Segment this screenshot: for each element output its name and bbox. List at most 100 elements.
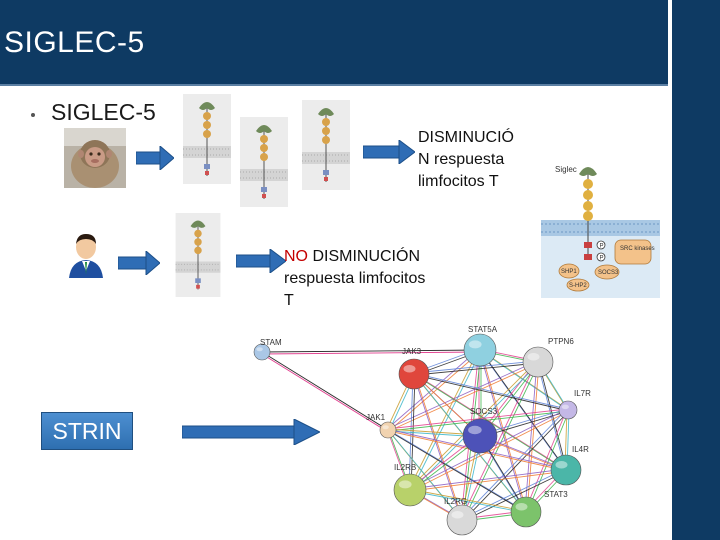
title-bar: SIGLEC-5: [0, 0, 668, 86]
network-node-stat5a: [463, 333, 497, 367]
network-edge: [408, 348, 480, 490]
network-edge: [386, 360, 538, 430]
network-edge: [414, 362, 540, 376]
result-text-1: DISMINUCIÓ N respuesta limfocitos T: [418, 127, 514, 193]
result-2-line-2: respuesta limfocitos: [284, 270, 426, 287]
arrow-person-right: [118, 251, 160, 275]
network-node-highlight: [398, 480, 412, 489]
network-edge: [524, 360, 538, 512]
siglec-receptor-image: [302, 100, 350, 190]
network-node-label: IL7R: [574, 389, 591, 398]
network-edge: [412, 372, 462, 520]
network-node-highlight: [256, 347, 263, 352]
network-node-il2rb: [393, 473, 427, 507]
network-node-label: IL4R: [572, 445, 589, 454]
right-decoration-band: [672, 0, 720, 540]
network-edge: [388, 362, 540, 432]
shp1-label: SHP1: [561, 269, 577, 275]
monkey-image: [64, 128, 126, 188]
network-edge: [386, 428, 526, 512]
siglec-signaling-diagram: Siglec P P SRC kinases SHP1 SOCS3 S-HP2: [541, 158, 660, 298]
network-node-jak3: [398, 358, 430, 390]
network-node-label: IL2RB: [394, 463, 416, 472]
no-emphasis: NO: [284, 248, 308, 265]
shp2-label: S-HP2: [569, 283, 587, 289]
network-edge: [388, 430, 528, 514]
network-node-label: JAK1: [366, 413, 386, 422]
result-1-line-1: DISMINUCIÓ: [418, 129, 514, 146]
network-node-label: STAM: [260, 338, 282, 347]
arrow-result-1: [363, 140, 415, 164]
arrow-result-2: [236, 249, 286, 273]
arrow-monkey-right: [136, 146, 174, 170]
network-node-jak1: [379, 421, 397, 439]
strin-button[interactable]: STRIN: [41, 412, 133, 450]
network-edge: [386, 348, 480, 430]
network-node-highlight: [468, 425, 482, 435]
network-node-label: PTPN6: [548, 337, 574, 346]
network-edge: [412, 360, 538, 374]
network-edge: [536, 360, 566, 470]
network-edge: [261, 351, 389, 431]
result-2-line-3: T: [284, 292, 294, 309]
result-1-line-3: limfocitos T: [418, 173, 499, 190]
network-edge: [414, 374, 464, 522]
network-node-label: JAK3: [402, 347, 422, 356]
network-node-label: STAT3: [544, 490, 568, 499]
network-node-label: SOCS3: [470, 407, 498, 416]
network-edge: [388, 350, 482, 432]
network-node-highlight: [527, 353, 540, 361]
network-node-highlight: [403, 365, 416, 373]
network-node-il4r: [550, 454, 582, 486]
result-2-line-1-rest: DISMINUCIÓN: [308, 248, 420, 265]
network-node-stam: [253, 343, 271, 361]
slide-title: SIGLEC-5: [4, 26, 145, 59]
network-edge: [261, 349, 481, 353]
network-edge: [526, 362, 540, 514]
result-1-line-2: N respuesta: [418, 151, 505, 168]
network-edge: [408, 468, 566, 490]
person-icon: [69, 234, 103, 278]
network-edge: [480, 350, 528, 514]
network-edge: [261, 351, 481, 355]
network-edge: [538, 362, 568, 472]
siglec-receptor-image: [240, 117, 288, 207]
network-node-highlight: [515, 503, 528, 511]
network-node-ptpn6: [522, 346, 554, 378]
network-edge: [412, 372, 568, 410]
result-text-2: NO DISMINUCIÓN respuesta limfocitos T: [284, 246, 425, 312]
bullet-icon: [31, 113, 35, 117]
network-node-label: STAT5A: [468, 325, 498, 334]
network-node-socs3: [462, 418, 498, 454]
network-edge: [460, 468, 566, 520]
socs3-label: SOCS3: [598, 270, 619, 276]
network-edge: [462, 470, 568, 522]
network-node-highlight: [451, 511, 464, 519]
network-edge: [414, 374, 570, 412]
phospho-label: P: [600, 256, 604, 262]
src-kinases-label: SRC kinases: [620, 246, 655, 252]
network-node-highlight: [561, 404, 569, 410]
result-2-line-1: NO DISMINUCIÓN: [284, 246, 425, 268]
network-node-highlight: [382, 425, 389, 430]
network-edge: [410, 470, 568, 492]
network-edge: [460, 408, 568, 520]
bullet-text: SIGLEC-5: [51, 99, 156, 125]
network-edge: [460, 360, 538, 520]
network-edge: [410, 490, 528, 514]
network-edge: [408, 488, 526, 512]
network-node-highlight: [555, 461, 568, 469]
network-edge: [410, 350, 482, 492]
phospho-label: P: [600, 244, 604, 250]
network-node-label: IL2RG: [444, 497, 467, 506]
network-edge: [261, 353, 389, 433]
arrow-strin-right: [182, 419, 320, 445]
siglec-receptor-image: [183, 94, 231, 184]
siglec-receptor-image: [175, 213, 221, 297]
siglec-diagram-label: Siglec: [555, 165, 577, 174]
network-edge: [410, 410, 570, 492]
network-node-il2rg: [446, 504, 478, 536]
network-edge: [412, 372, 566, 470]
